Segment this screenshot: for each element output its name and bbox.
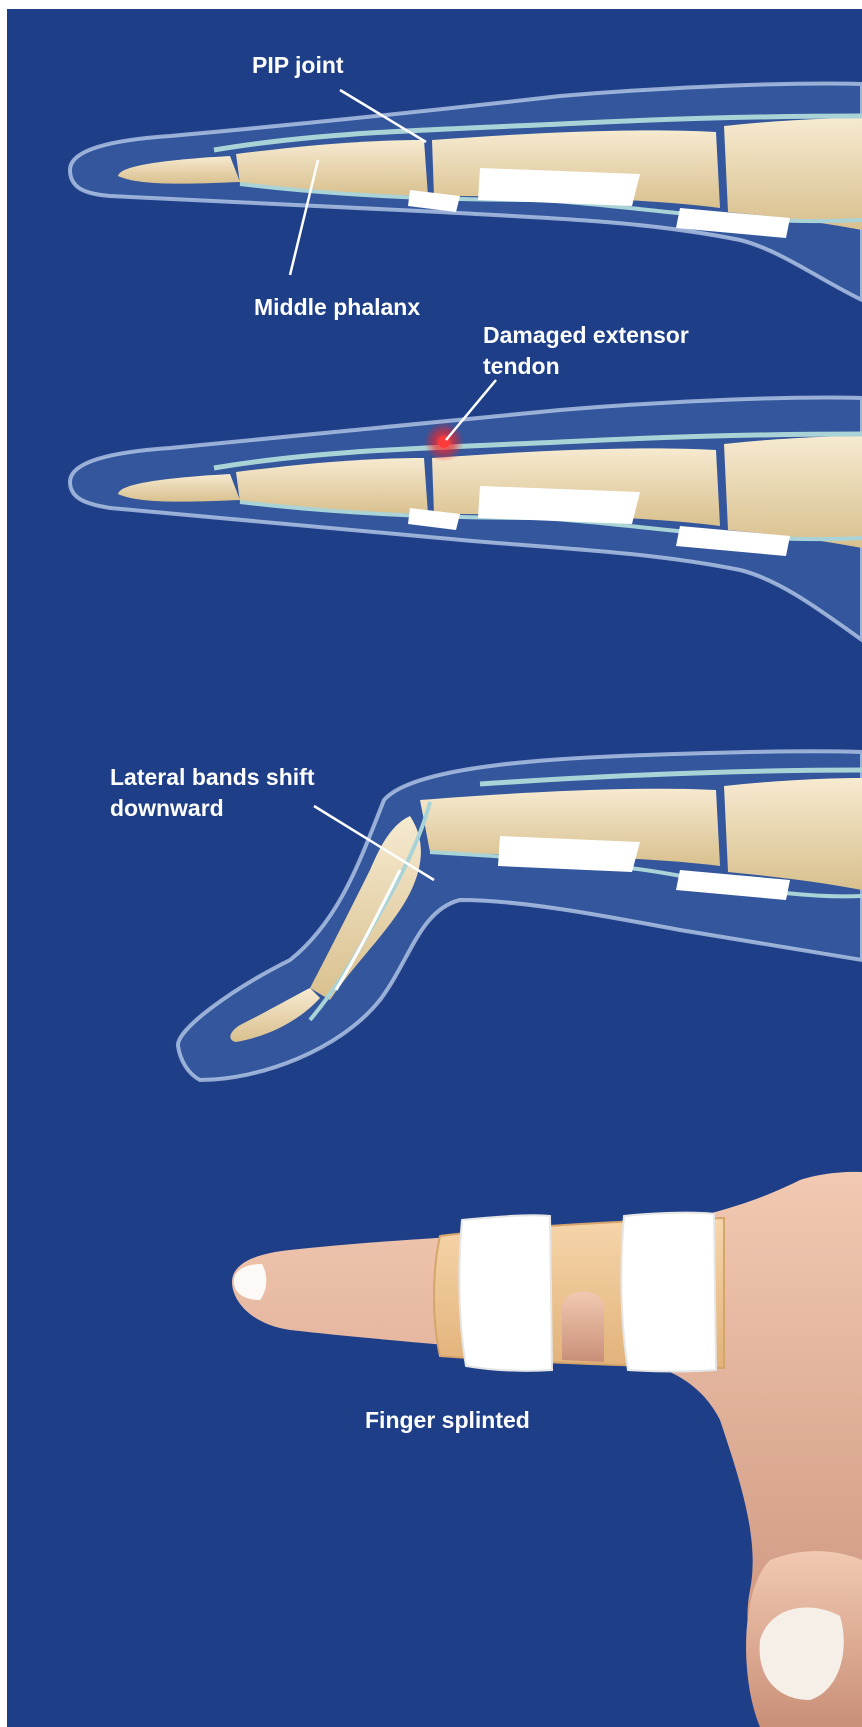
label-damaged-tendon-line2: tendon: [483, 351, 689, 382]
metacarpal: [724, 778, 862, 890]
label-middle-phalanx: Middle phalanx: [254, 292, 420, 323]
finger-damaged-tendon: [70, 398, 862, 641]
pulley: [478, 486, 640, 524]
velcro-strap: [621, 1213, 716, 1372]
label-damaged-tendon-line1: Damaged extensor: [483, 320, 689, 351]
label-damaged-extensor-tendon: Damaged extensor tendon: [483, 320, 689, 382]
metacarpal: [724, 436, 862, 548]
label-lateral-bands: Lateral bands shift downward: [110, 762, 314, 824]
pulley: [478, 168, 640, 206]
metacarpal: [724, 118, 862, 230]
label-lateral-bands-line1: Lateral bands shift: [110, 762, 314, 793]
label-finger-splinted: Finger splinted: [365, 1405, 530, 1436]
pulley: [498, 836, 640, 872]
label-lateral-bands-line2: downward: [110, 793, 314, 824]
finger-normal: [70, 84, 862, 301]
splint-cutout: [562, 1292, 604, 1363]
velcro-strap: [459, 1215, 552, 1371]
finger-splinted: [232, 1172, 862, 1727]
label-pip-joint: PIP joint: [252, 50, 344, 81]
